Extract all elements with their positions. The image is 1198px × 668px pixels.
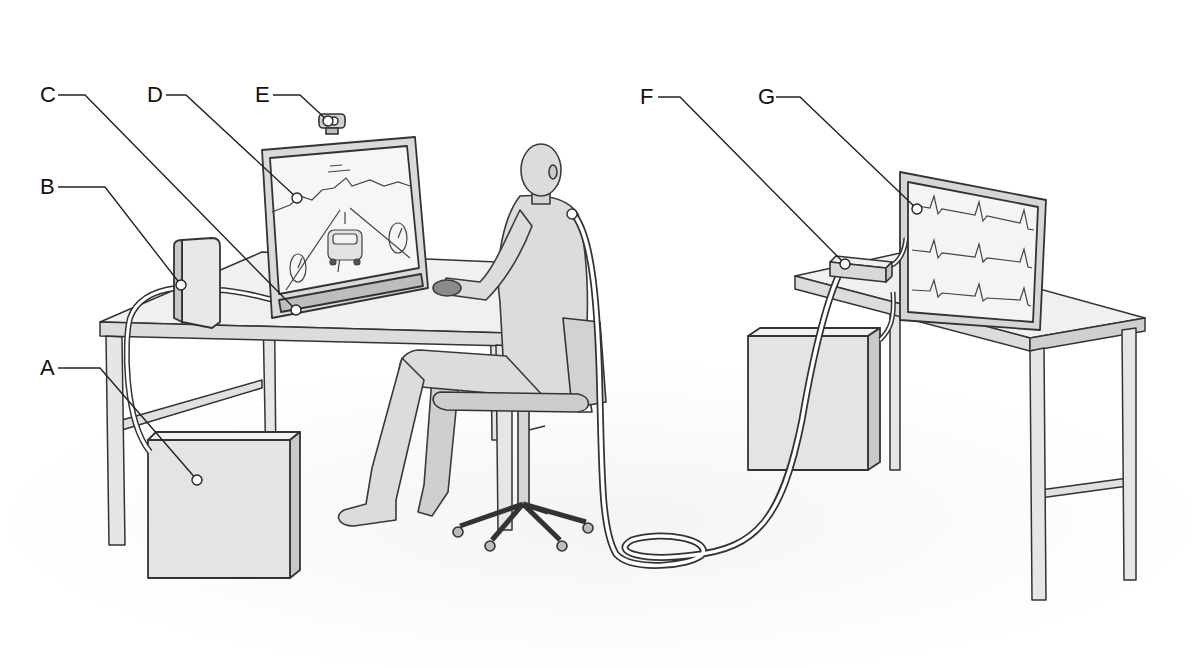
monitor-screen [270,146,419,294]
desk-leg [1030,348,1046,600]
callout-letter: D [147,84,163,106]
leader-dot [323,116,333,126]
chair-wheel [557,541,567,551]
chair-seat [433,392,588,412]
horizon-line [272,178,410,212]
tower-side [868,328,880,470]
desk-leg [106,336,125,545]
cable [216,290,274,300]
leader-line [273,95,328,121]
electrode [567,209,577,219]
ecg-trace [912,196,1034,230]
cable [575,216,842,565]
tower-top [148,432,300,440]
leader-line [58,368,197,480]
chair-wheel [453,527,463,537]
leader-line [776,97,917,209]
amplifier-box [830,256,892,282]
tower-side [290,432,300,578]
car-shape [328,230,362,260]
tower-front [148,440,290,578]
sensor-cable [575,216,906,565]
person-ear [549,165,557,179]
cable [880,292,893,340]
tower-top [748,328,880,336]
callout-letter: C [40,84,56,106]
callout-letter: G [758,86,775,108]
computer-tower [148,432,300,578]
person-head [521,144,561,196]
camera-mount [326,128,338,134]
monitor-bar [279,274,423,312]
callout-letter: F [640,86,653,108]
leader-line [658,97,845,264]
chair-upholstery [433,318,606,412]
leader-dot [292,193,302,203]
desk-edge [100,322,512,346]
cable [575,216,842,565]
desk-crossbar [1040,478,1128,498]
leader-dot [840,259,850,269]
cable [880,292,893,340]
ecg-traces [912,196,1034,306]
display-monitor [262,137,428,318]
desk-crossbar [122,380,262,430]
amplifier-side [886,262,892,282]
leader-line [58,187,181,285]
callout-letter: A [40,357,55,379]
car-wheel [354,259,360,265]
ecg-trace [912,240,1032,268]
chair-column [518,408,529,506]
office-chair [453,400,593,551]
leader-dot [192,475,202,485]
ecg-monitor [900,172,1046,330]
leader-line [58,95,296,310]
chair-wheel [583,523,593,533]
chair-wheel [485,541,495,551]
router-box [174,238,220,328]
router-front [182,238,220,328]
chair-lever [529,426,545,430]
ecg-trace [912,280,1031,306]
chair-base [460,504,586,540]
dial-needle [298,228,402,268]
monitor-frame [262,137,428,318]
car-window [333,234,357,244]
leader-dot [291,305,301,315]
car-wheel [330,259,336,265]
amplifier-front [830,262,886,282]
person-leg [339,358,424,526]
monitor-screen [908,182,1038,322]
leader-dot [912,204,922,214]
game-controller [433,280,461,296]
seated-person [339,144,588,526]
monitor-frame [900,172,1046,330]
leader-line [166,95,297,198]
leader-lines [58,95,917,480]
hud-text-line [328,165,350,172]
driving-scene [272,165,410,290]
cable [216,290,274,300]
leader-dots [176,116,922,485]
leader-dot [176,280,186,290]
desk-leg [1122,328,1136,580]
callout-letter: E [255,84,270,106]
callout-letter: B [40,176,55,198]
